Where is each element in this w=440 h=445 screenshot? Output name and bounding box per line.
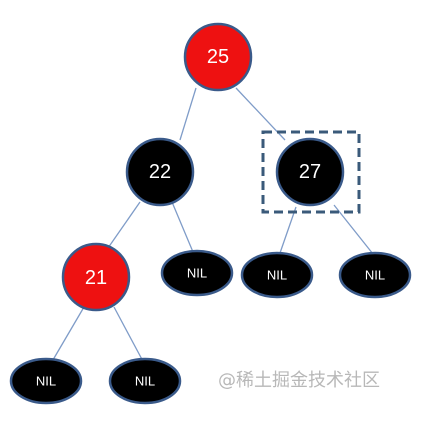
node-27-label: 27 [299, 161, 321, 183]
node-22: 22 [125, 137, 195, 207]
edge-root-right [235, 87, 286, 141]
nil-node-27-left: NIL [240, 251, 314, 299]
edge-left-nil [171, 201, 194, 253]
nil-label: NIL [36, 374, 56, 389]
nil-node-27-right: NIL [338, 251, 412, 299]
node-21-label: 21 [85, 267, 107, 289]
nil-node-21-right: NIL [108, 357, 182, 405]
nil-label: NIL [365, 268, 385, 283]
edge-ll-nil-left [49, 306, 85, 366]
edge-root-left [179, 87, 197, 141]
edge-left-leftleft [107, 201, 141, 249]
nil-label: NIL [267, 268, 287, 283]
node-22-label: 22 [149, 161, 171, 183]
node-27: 27 [275, 137, 345, 207]
highlight-box [261, 130, 361, 214]
nil-label: NIL [187, 266, 207, 281]
edge-right-nil-right [333, 204, 374, 255]
nil-node-22-right: NIL [160, 249, 234, 297]
nil-label: NIL [135, 374, 155, 389]
edge-ll-nil-right [113, 306, 146, 366]
node-21: 21 [61, 242, 131, 312]
edge-right-nil-left [279, 206, 297, 254]
node-25-label: 25 [207, 46, 229, 68]
nil-node-21-left: NIL [9, 357, 83, 405]
watermark-text: @稀土掘金技术社区 [218, 370, 380, 391]
node-25: 25 [183, 22, 253, 92]
